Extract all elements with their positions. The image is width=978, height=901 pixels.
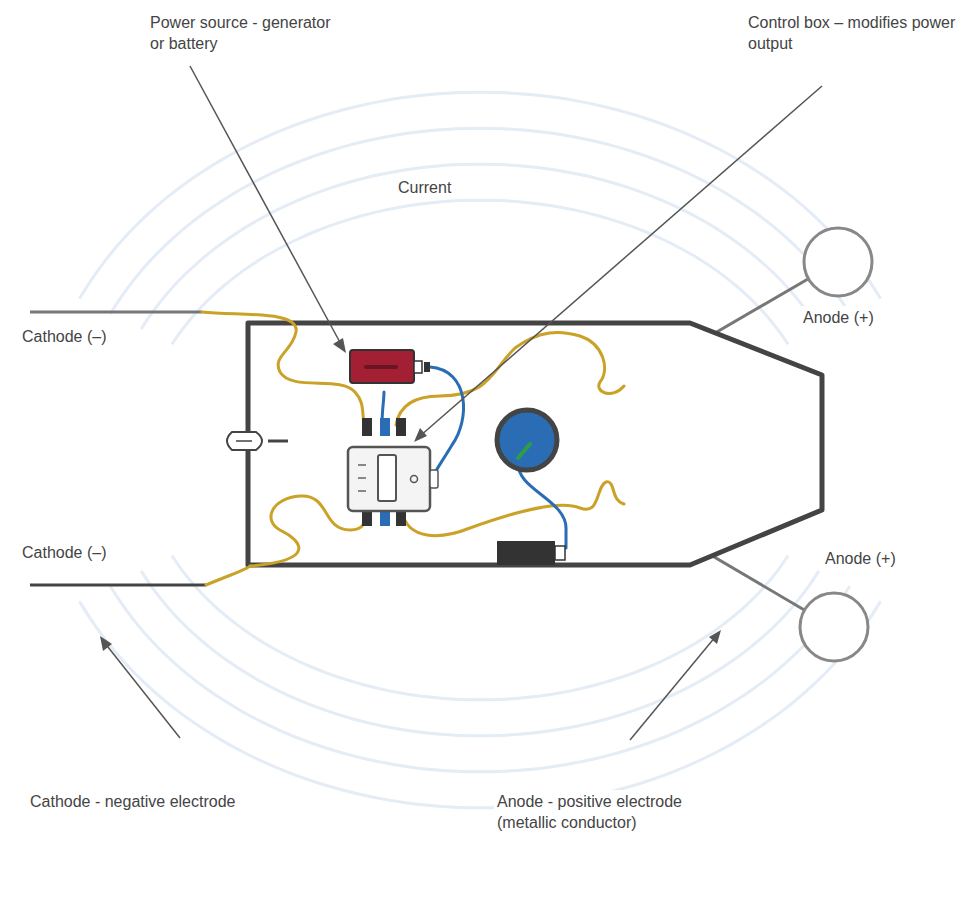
arrowhead (100, 636, 112, 651)
light-icon (268, 440, 288, 443)
gold-wires (202, 312, 624, 585)
cathode-rod (30, 311, 202, 314)
current-arc (172, 556, 788, 700)
light-icon (236, 440, 252, 442)
callout-label: Cathode - negative electrode (27, 790, 238, 813)
power-source (350, 350, 414, 383)
control-box-body (348, 447, 430, 511)
current-field (79, 92, 880, 808)
indicator (358, 464, 366, 466)
leader-line (630, 636, 716, 740)
arrowhead (333, 338, 346, 353)
anode-ring (804, 228, 872, 296)
plug (555, 546, 565, 560)
light-icon (227, 432, 262, 450)
boat-hull (248, 323, 822, 565)
arrowheads (100, 338, 721, 651)
plug (414, 361, 422, 373)
arrowhead (709, 630, 721, 644)
leader-line (420, 86, 822, 436)
current-arc (79, 92, 880, 299)
knob (411, 476, 418, 483)
callout-label: Control box – modifies power output (745, 11, 961, 55)
callout-label: Anode - positive electrode (metallic con… (494, 790, 715, 834)
power-source-slot (366, 365, 396, 369)
cathode-rod (30, 584, 206, 587)
indicator (358, 477, 366, 479)
wire (206, 566, 250, 585)
display (378, 455, 396, 501)
part-label: Cathode (–) (19, 541, 110, 564)
plug (362, 418, 372, 436)
current-arc (110, 128, 850, 314)
anode-ring (800, 593, 868, 661)
battery (497, 541, 555, 565)
leader-line (190, 66, 342, 346)
wire (396, 332, 624, 425)
callout-label: Power source - generator or battery (147, 11, 343, 55)
dial-needle (518, 444, 530, 458)
part-label: Cathode (–) (19, 325, 110, 348)
indicator (358, 490, 366, 492)
part-label: Anode (+) (800, 306, 877, 329)
arrowhead (414, 428, 427, 442)
wire (518, 462, 566, 548)
current-arc (79, 601, 880, 808)
part-label: Anode (+) (822, 547, 899, 570)
field-label: Current (395, 176, 454, 199)
wire (202, 312, 364, 425)
leader-line (104, 642, 180, 738)
leader-lines (104, 66, 822, 740)
current-arc (110, 586, 850, 772)
plug (424, 362, 430, 372)
dial (497, 410, 557, 470)
plug (396, 418, 406, 436)
wire (402, 482, 624, 536)
plug (380, 418, 390, 436)
control-box (348, 418, 438, 526)
plug (430, 470, 438, 488)
